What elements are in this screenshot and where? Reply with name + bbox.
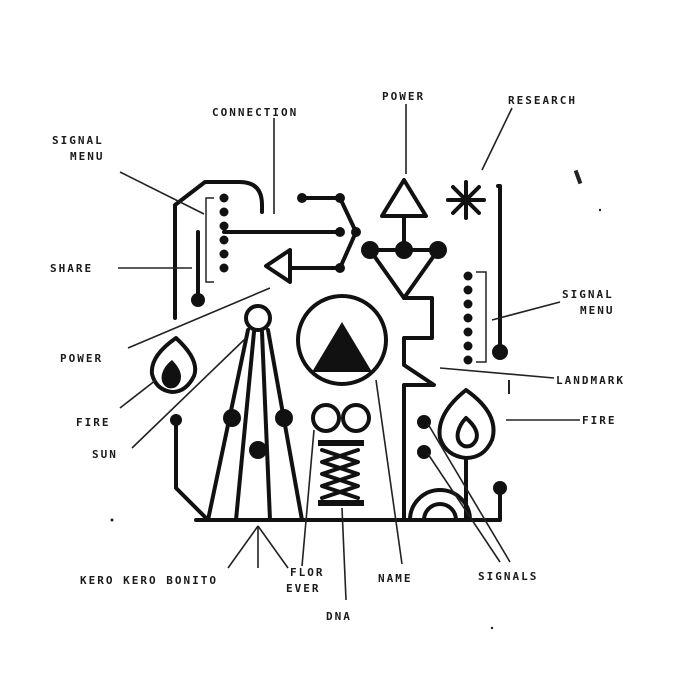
label-signal-menu-right-line1: SIGNAL xyxy=(562,288,614,301)
artwork xyxy=(149,178,508,522)
label-power-top: POWER xyxy=(382,90,425,103)
label-fire-left: FIRE xyxy=(76,416,111,429)
label-flor-ever: FLOR EVER xyxy=(286,566,333,595)
label-connection: CONNECTION xyxy=(212,106,298,119)
dna-helix xyxy=(318,440,364,506)
name-circle xyxy=(296,294,388,386)
label-flor-ever-line1: FLOR xyxy=(290,566,325,579)
label-signal-menu-top: SIGNAL MENU xyxy=(52,134,112,163)
power-triangle-top xyxy=(380,178,428,218)
label-dna: DNA xyxy=(326,610,352,623)
label-power-left: POWER xyxy=(60,352,103,365)
label-fire-right: FIRE xyxy=(582,414,617,427)
signal-menu-dots-right xyxy=(463,271,473,365)
label-signals: SIGNALS xyxy=(478,570,538,583)
fire-left xyxy=(149,336,198,394)
research-star xyxy=(446,180,486,220)
labels: CONNECTION SIGNAL MENU POWER RESEARCH SH… xyxy=(50,90,625,623)
label-share: SHARE xyxy=(50,262,93,275)
label-sun: SUN xyxy=(92,448,118,461)
label-landmark: LANDMARK xyxy=(556,374,625,387)
signal-menu-dots-left xyxy=(219,193,229,273)
label-name: NAME xyxy=(378,572,413,585)
name-triangle xyxy=(312,322,372,372)
label-signal-menu-top-line1: SIGNAL xyxy=(52,134,104,147)
leader-lines xyxy=(118,104,580,601)
label-signal-menu-right-line2: MENU xyxy=(580,304,615,317)
label-kero-kero-bonito: KERO KERO BONITO xyxy=(80,574,218,587)
share-node xyxy=(191,293,205,307)
sun-circle xyxy=(244,304,272,332)
label-signal-menu-top-line2: MENU xyxy=(70,150,105,163)
ink-speckles xyxy=(110,169,602,630)
label-research: RESEARCH xyxy=(508,94,577,107)
left-frame-line xyxy=(173,180,264,320)
label-flor-ever-line2: EVER xyxy=(286,582,321,595)
label-signal-menu-right: SIGNAL MENU xyxy=(562,288,622,317)
power-triangle-left xyxy=(264,248,292,284)
